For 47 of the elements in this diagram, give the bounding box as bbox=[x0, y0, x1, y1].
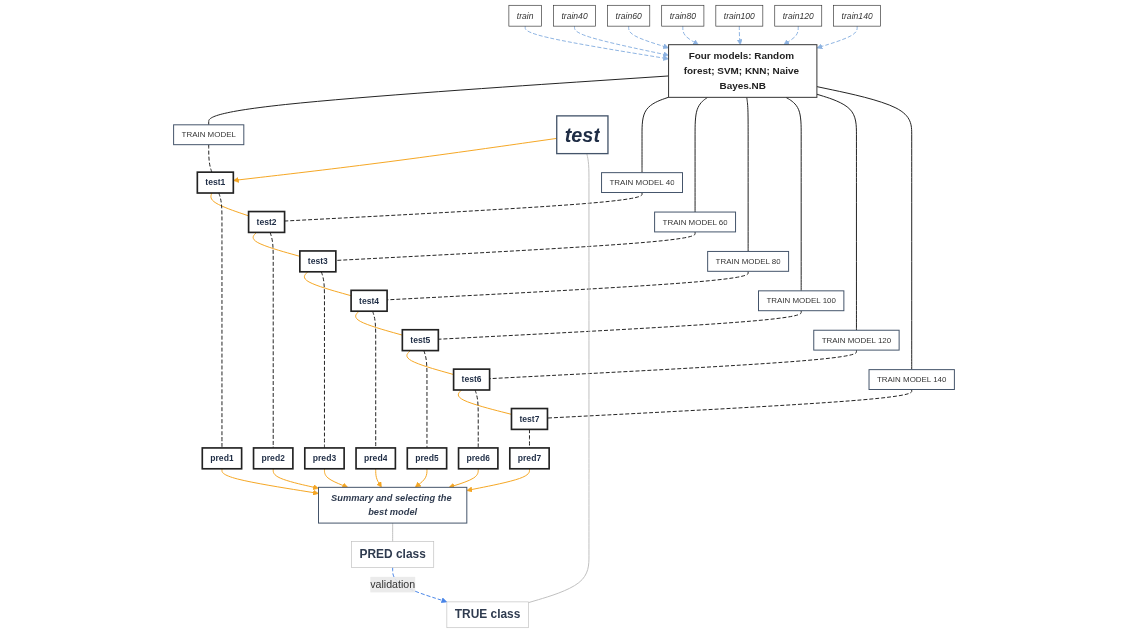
connector bbox=[372, 310, 377, 449]
connector bbox=[785, 96, 802, 292]
connector bbox=[641, 96, 670, 174]
node-box: test5 bbox=[401, 328, 440, 352]
node-box: pred4 bbox=[355, 447, 397, 470]
node-box: Four models: Random forest; SVM; KNN; Naive Bayes.NB bbox=[668, 44, 818, 98]
connector bbox=[816, 86, 913, 371]
connector bbox=[392, 522, 394, 543]
node-box: pred5 bbox=[406, 447, 448, 470]
connector bbox=[746, 96, 749, 252]
edge-label: validation bbox=[370, 578, 416, 590]
connector bbox=[694, 96, 708, 213]
node-box: train140 bbox=[833, 4, 881, 27]
connector bbox=[284, 192, 643, 222]
connector bbox=[489, 349, 857, 380]
node-box: pred2 bbox=[252, 447, 294, 470]
node-box: test bbox=[556, 115, 609, 155]
connector bbox=[208, 75, 670, 126]
node-box: test6 bbox=[452, 368, 491, 391]
connector bbox=[474, 389, 479, 449]
node-box: pred3 bbox=[303, 447, 345, 470]
node-box: TRUE class bbox=[446, 601, 529, 629]
node-box: pred6 bbox=[457, 447, 499, 470]
node-box: train60 bbox=[607, 4, 651, 27]
node-box: train100 bbox=[715, 4, 764, 27]
connector bbox=[527, 153, 590, 604]
connector bbox=[335, 231, 696, 261]
node-box: test7 bbox=[510, 407, 549, 431]
node-box: test3 bbox=[299, 250, 337, 273]
connector bbox=[816, 93, 857, 331]
node-box: train80 bbox=[661, 4, 705, 27]
node-box: pred7 bbox=[509, 447, 550, 470]
node-box: PRED class bbox=[351, 541, 435, 568]
node-box: pred1 bbox=[201, 447, 243, 470]
connector bbox=[423, 350, 428, 449]
node-box: Summary and selecting the best model bbox=[318, 486, 468, 524]
node-box: test1 bbox=[196, 171, 235, 194]
connector bbox=[218, 192, 223, 449]
node-box: train bbox=[508, 4, 542, 27]
connector bbox=[355, 310, 403, 336]
node-box: train120 bbox=[774, 4, 823, 27]
node-box: test2 bbox=[247, 210, 286, 234]
connector bbox=[457, 389, 512, 415]
node-box: test4 bbox=[350, 289, 388, 313]
connector bbox=[320, 271, 325, 449]
connector bbox=[303, 271, 352, 297]
node-box: train40 bbox=[553, 4, 596, 27]
